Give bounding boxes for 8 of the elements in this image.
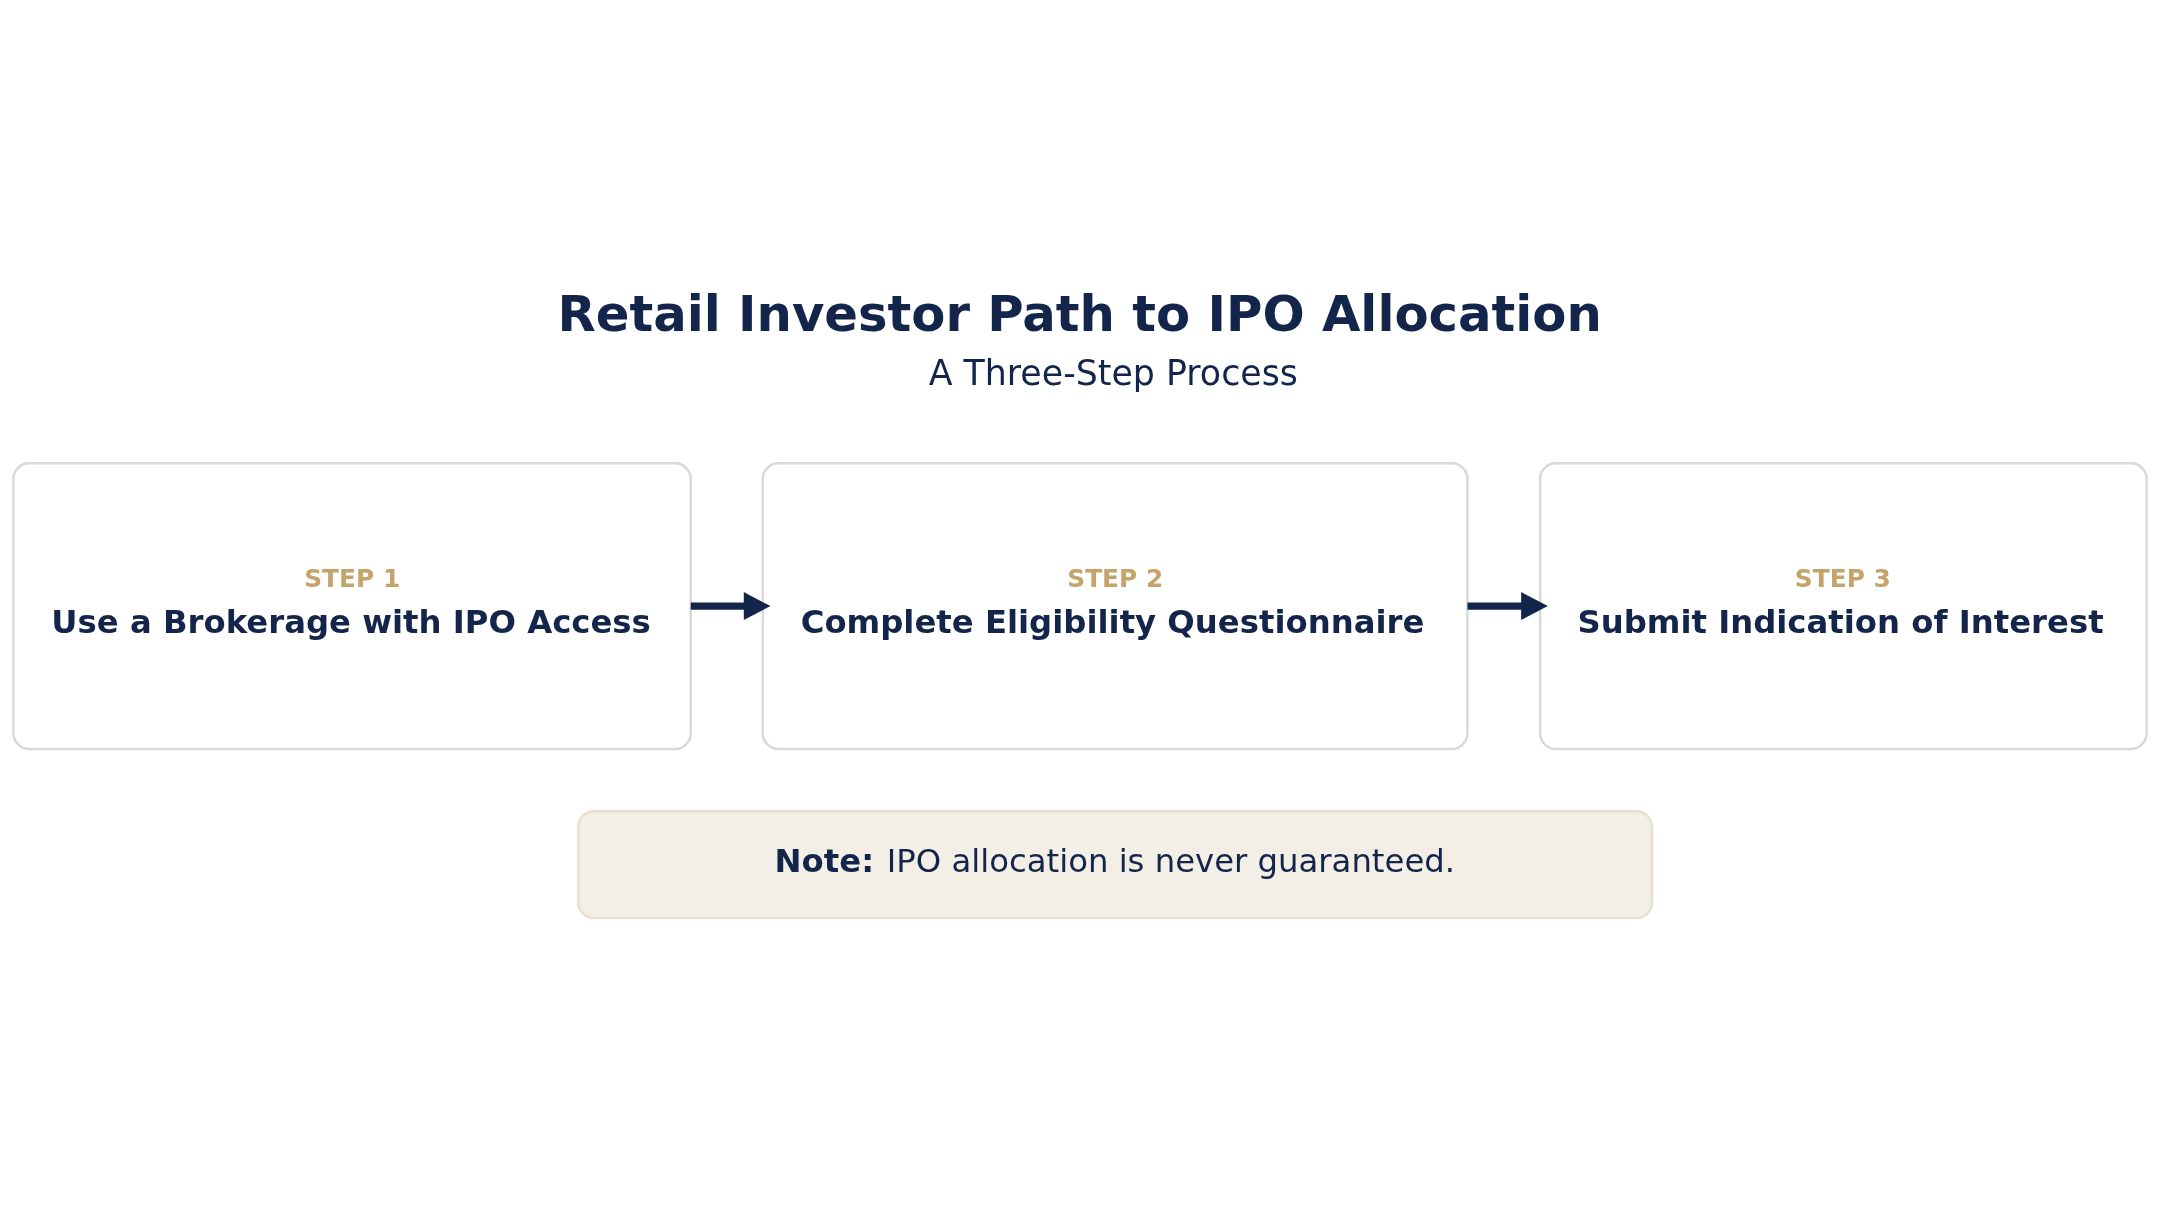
node-box: STEP 2 Complete Eligibility Questionnaire — [761, 461, 1469, 751]
diagram-title: Retail Investor Path to IPO Allocation — [557, 285, 1602, 344]
node-box: Note: IPO allocation is never guaranteed. — [577, 809, 1654, 920]
arrow — [1467, 592, 1548, 621]
node-box: STEP 3 Submit Indication of Interest — [1538, 461, 2148, 751]
label: A Three-Step Process — [928, 353, 1298, 394]
node-box: STEP 1 Use a Brokerage with IPO Access — [12, 461, 692, 751]
arrow — [690, 592, 771, 621]
